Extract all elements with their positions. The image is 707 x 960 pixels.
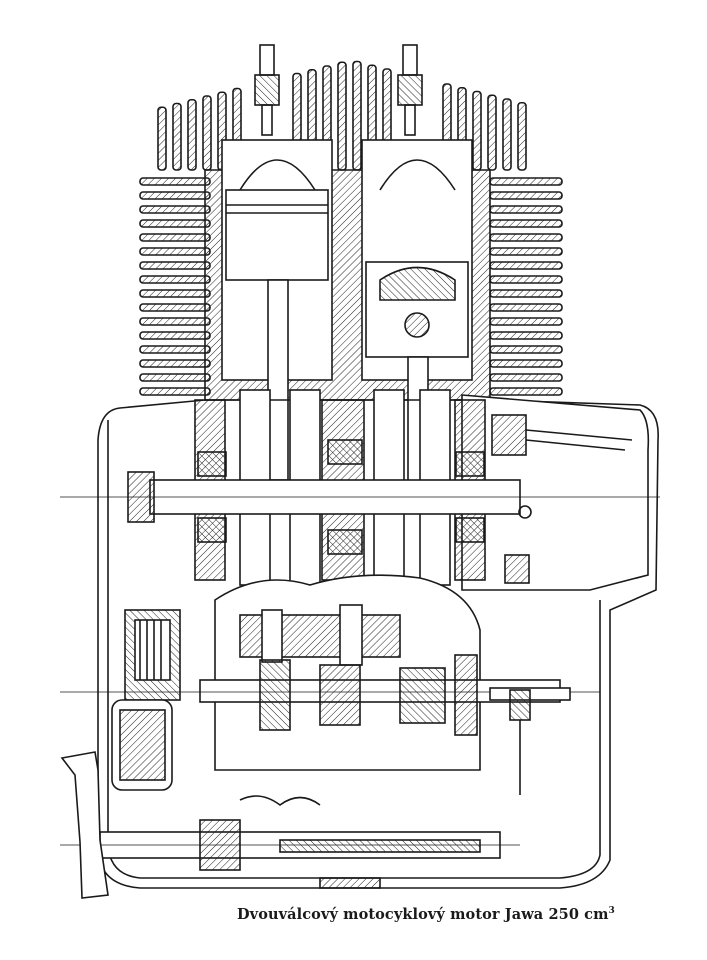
cylinder-fin bbox=[139, 345, 211, 354]
cylinder-fin bbox=[489, 387, 563, 396]
cylinder-fin bbox=[139, 247, 211, 256]
cylinder-fin bbox=[489, 345, 563, 354]
cylinder-fin bbox=[489, 177, 563, 186]
combustion-chamber-right bbox=[379, 159, 456, 191]
cylinder-fin bbox=[489, 233, 563, 242]
kickstarter-lever bbox=[60, 751, 109, 899]
cylinder-fin bbox=[139, 191, 211, 200]
caption-superscript: 3 bbox=[608, 906, 615, 917]
left-spark-plug bbox=[254, 44, 280, 136]
cylinder-fin bbox=[489, 219, 563, 228]
cylinder-fin bbox=[139, 387, 211, 396]
cylinder-fin bbox=[139, 261, 211, 270]
clutch-assembly bbox=[111, 609, 181, 791]
cylinder-fin bbox=[139, 289, 211, 298]
combustion-chamber-left bbox=[239, 159, 316, 191]
gear-cluster bbox=[239, 604, 478, 736]
crankcase-outline bbox=[97, 399, 659, 889]
right-spark-plug bbox=[397, 44, 423, 136]
head-fin bbox=[202, 95, 212, 171]
head-fin bbox=[502, 98, 512, 171]
cylinder-fin bbox=[489, 247, 563, 256]
cylinder-fin bbox=[489, 317, 563, 326]
cylinder-fin bbox=[139, 275, 211, 284]
head-fin bbox=[172, 102, 182, 171]
head-fin bbox=[157, 106, 167, 171]
cylinder-fin bbox=[139, 219, 211, 228]
cylinder-fin bbox=[139, 331, 211, 340]
head-fin bbox=[517, 101, 527, 171]
figure-caption: Dvouválcový motocyklový motor Jawa 250 c… bbox=[237, 906, 615, 923]
cylinder-fin bbox=[139, 359, 211, 368]
cylinder-fin bbox=[489, 289, 563, 298]
cylinder-fin bbox=[489, 261, 563, 270]
head-fin bbox=[337, 61, 347, 171]
head-fin bbox=[472, 90, 482, 171]
ignition-coil bbox=[491, 414, 527, 456]
right-cylinder-bore bbox=[361, 139, 473, 381]
cylinder-fin bbox=[489, 331, 563, 340]
main-bearings bbox=[197, 439, 485, 555]
cylinder-fin bbox=[139, 317, 211, 326]
cylinder-fin bbox=[489, 359, 563, 368]
left-connecting-rod bbox=[267, 279, 289, 481]
head-fin bbox=[187, 98, 197, 171]
cylinder-fin bbox=[139, 205, 211, 214]
cylinder-fin bbox=[489, 373, 563, 382]
caption-text: Dvouválcový motocyklový motor Jawa 250 c… bbox=[237, 906, 609, 923]
head-fin bbox=[352, 60, 362, 171]
cylinder-fin bbox=[489, 303, 563, 312]
cylinder-fin bbox=[489, 205, 563, 214]
cylinder-fin bbox=[139, 233, 211, 242]
cylinder-fin bbox=[139, 177, 211, 186]
cylinder-fin bbox=[489, 275, 563, 284]
cylinder-fin bbox=[489, 191, 563, 200]
cylinder-fin bbox=[139, 373, 211, 382]
cylinder-fin bbox=[139, 303, 211, 312]
head-fin bbox=[487, 94, 497, 171]
